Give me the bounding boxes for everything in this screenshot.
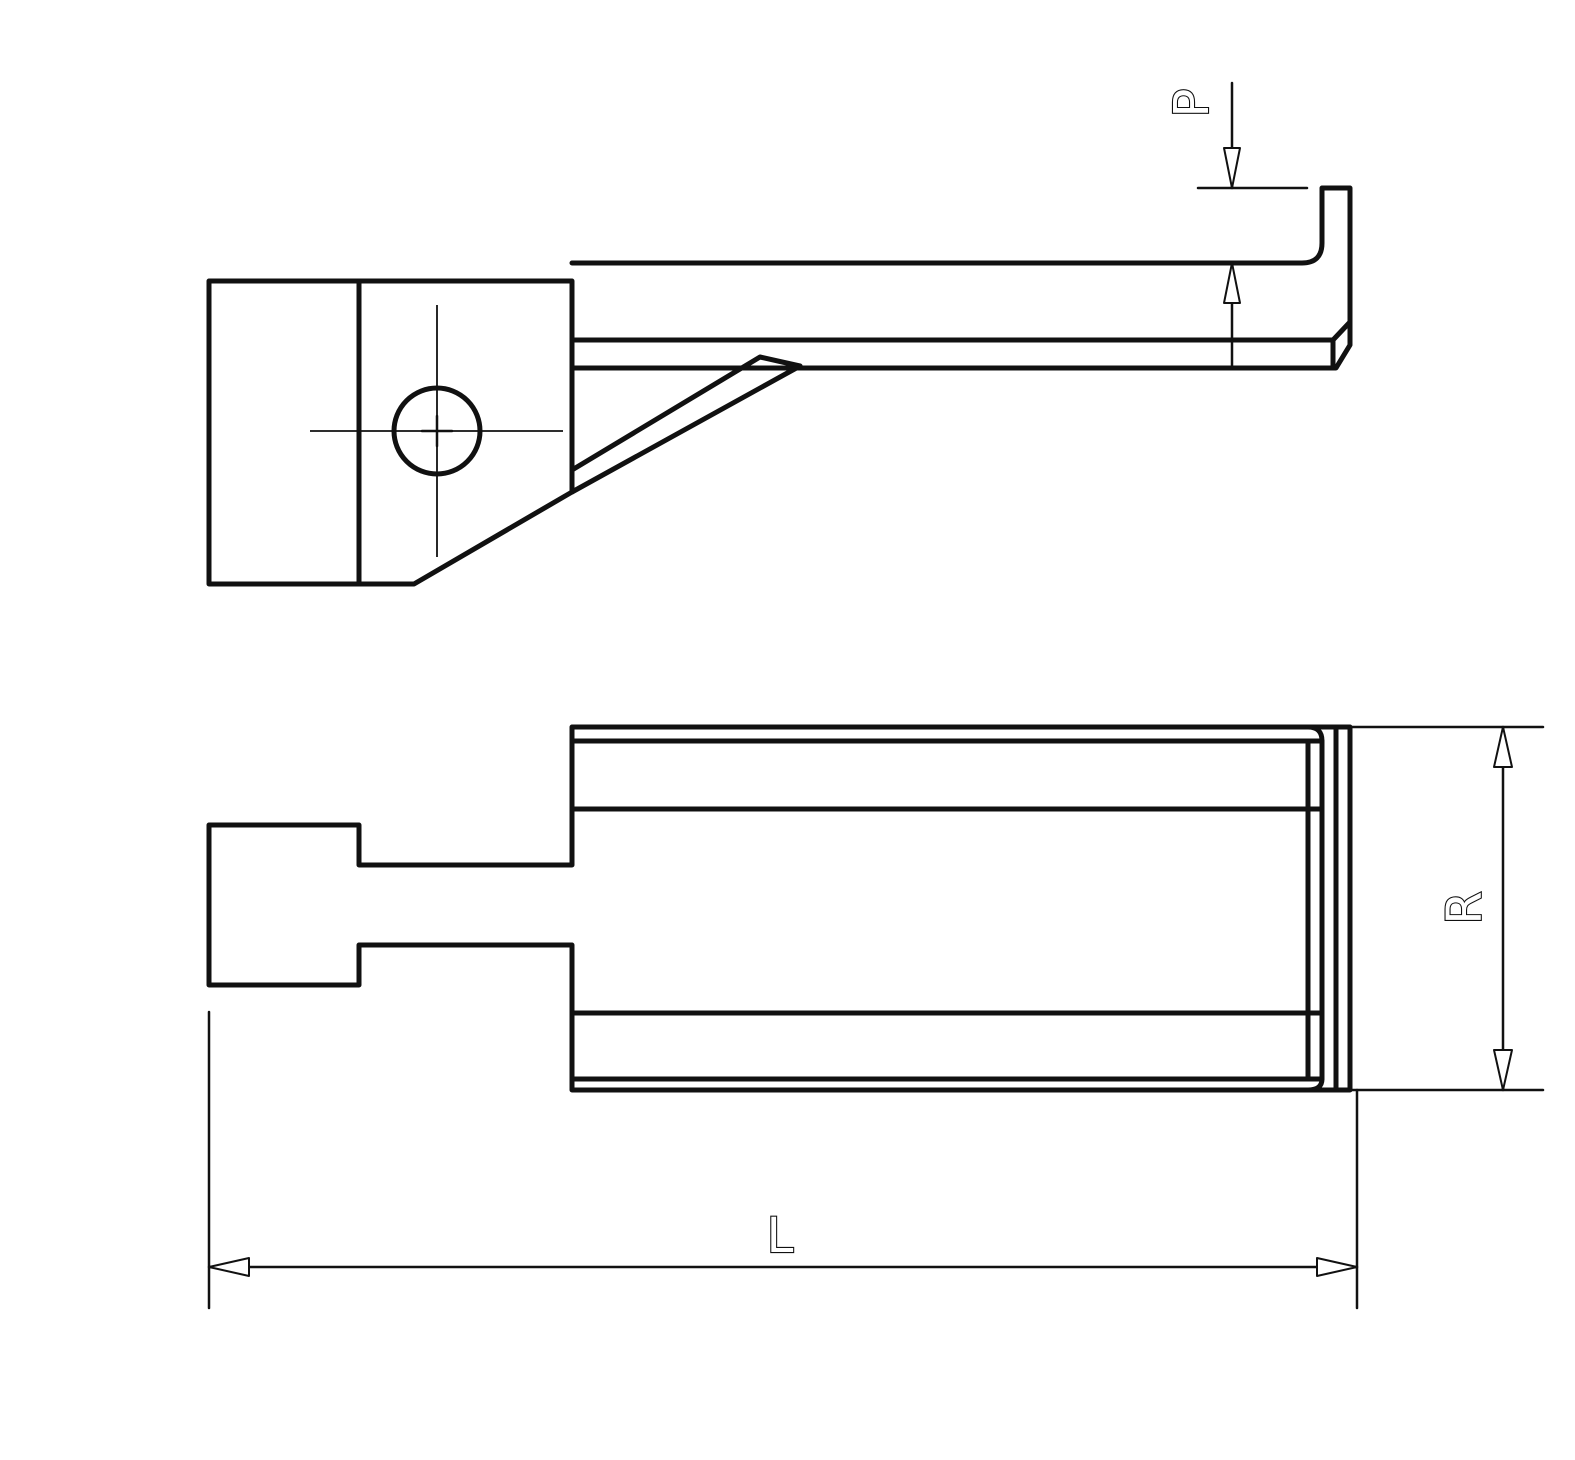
dimension-p-label: P	[1164, 89, 1220, 118]
side-beam-tip-chamfer	[1330, 319, 1353, 343]
dimension-r: R	[1348, 725, 1545, 1092]
side-mount-block-outline	[206, 278, 575, 587]
side-view: P	[206, 81, 1353, 587]
top-view: R L	[206, 724, 1545, 1310]
top-tip-outline	[1305, 724, 1339, 1093]
dimension-r-arrow-bottom	[1493, 1049, 1513, 1091]
dimension-r-label: R	[1437, 891, 1493, 924]
dimension-p-arrow-down	[1223, 147, 1241, 189]
top-outline	[206, 724, 1353, 1093]
side-gusset-inner-line	[569, 363, 803, 495]
dimension-l-arrow-left	[208, 1257, 250, 1277]
dimension-p-arrow-up	[1223, 262, 1241, 304]
side-beam-outline	[569, 185, 1353, 371]
dimension-p: P	[1163, 81, 1309, 370]
side-gusset-outline	[569, 337, 803, 473]
mount-hole	[310, 305, 563, 557]
dimension-l-arrow-right	[1316, 1257, 1358, 1277]
dimension-r-arrow-top	[1493, 726, 1513, 768]
dimension-l-label: L	[767, 1208, 794, 1264]
dimension-l: L	[207, 1010, 1359, 1310]
